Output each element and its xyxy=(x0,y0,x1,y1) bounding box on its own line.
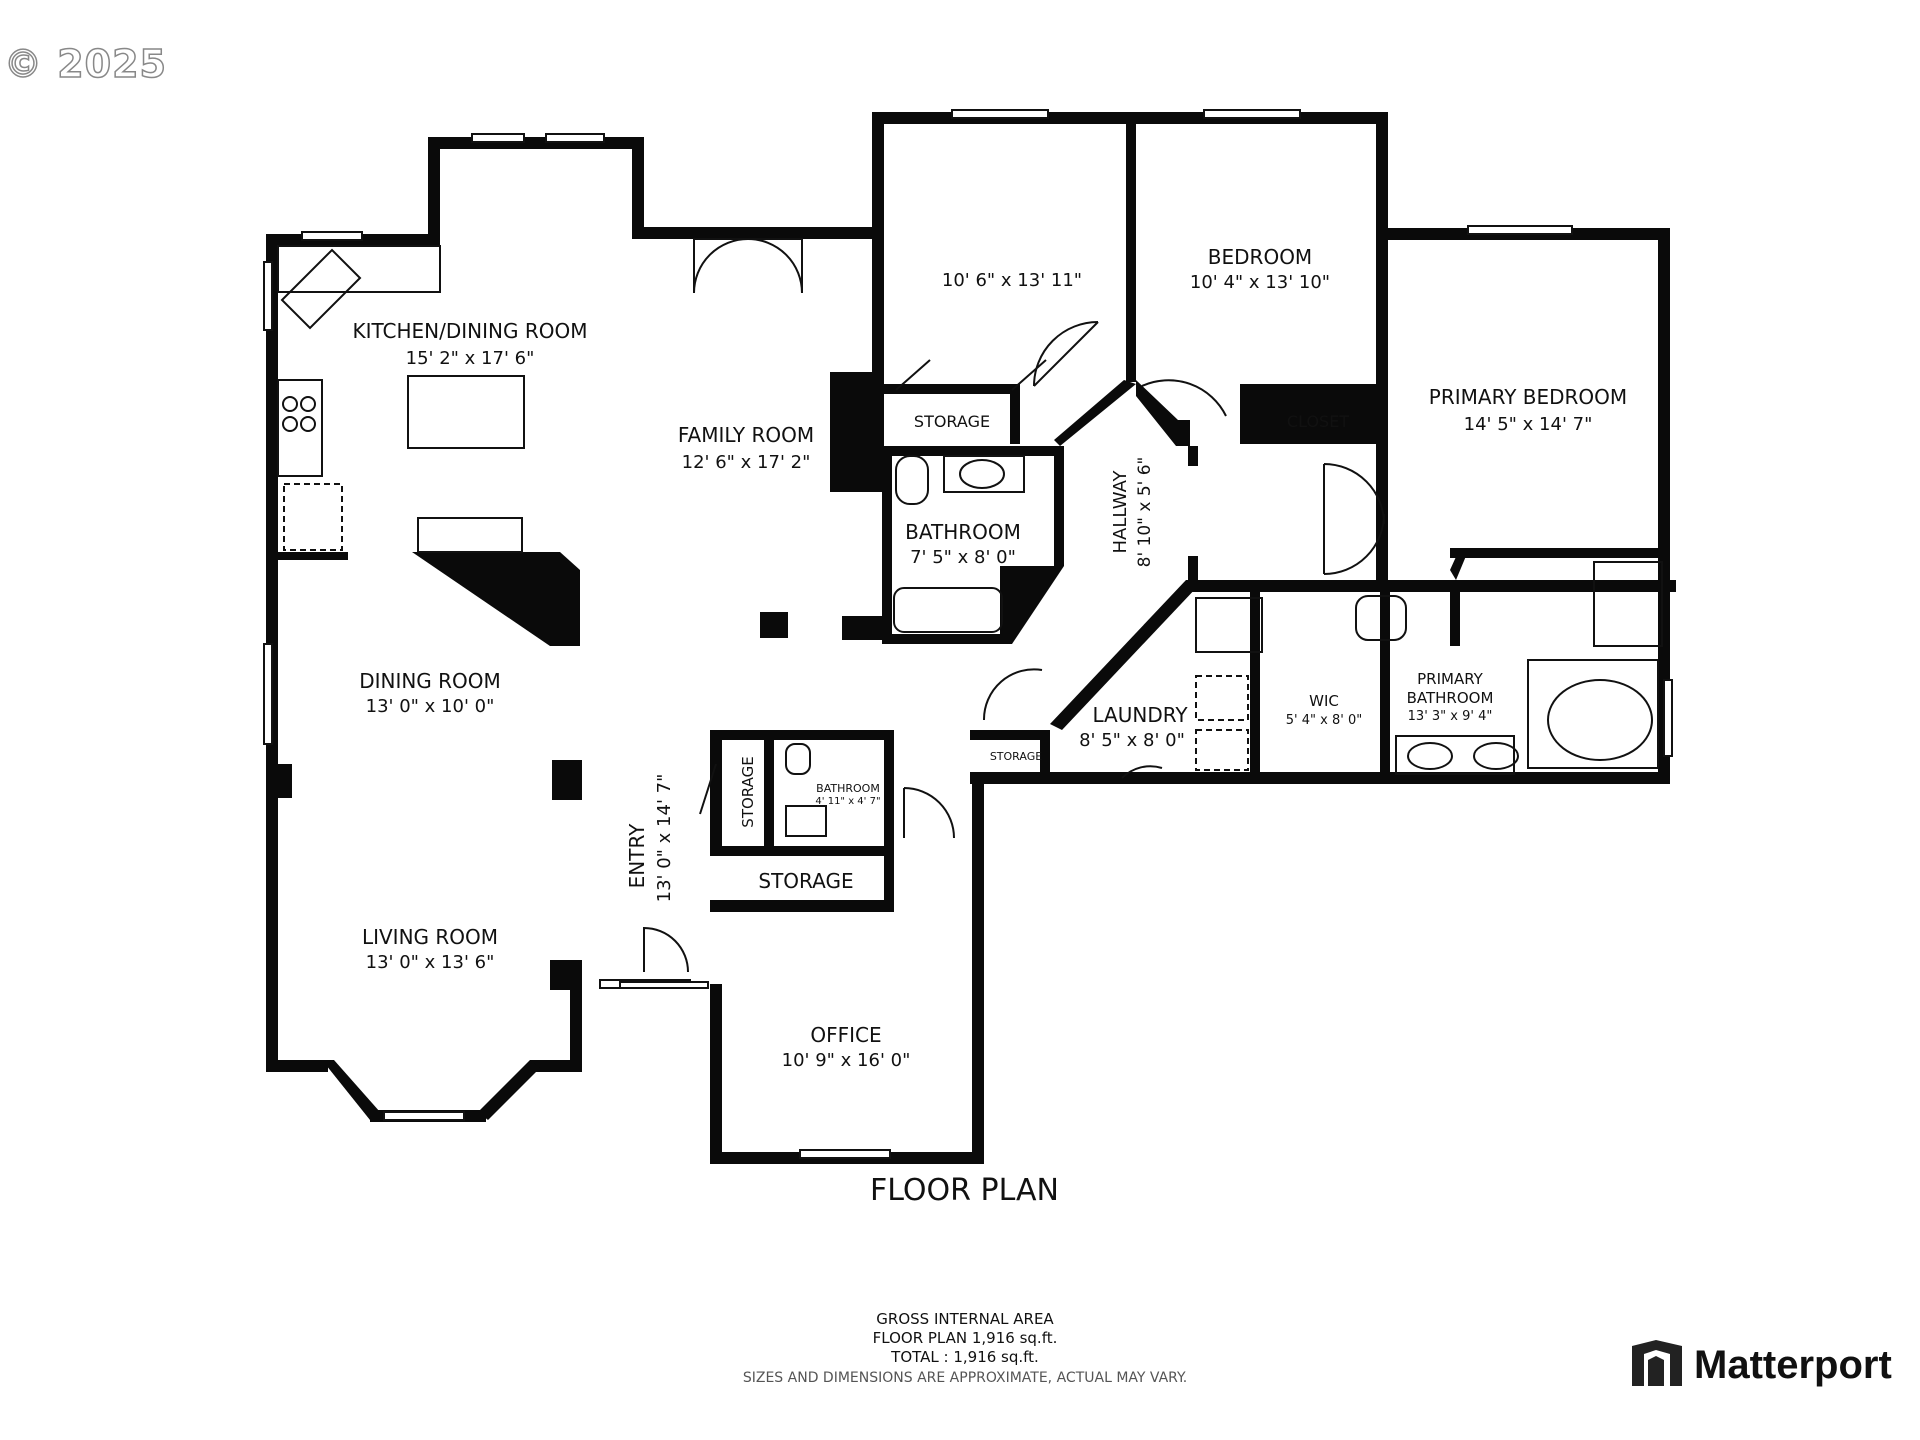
storage-vertical-name: STORAGE xyxy=(739,756,757,827)
bedroom1-dim: 10' 6" x 13' 11" xyxy=(942,270,1082,291)
plan-title: FLOOR PLAN xyxy=(870,1173,1059,1208)
kitchen-dim: 15' 2" x 17' 6" xyxy=(406,348,535,369)
doors xyxy=(643,321,1385,973)
gross-area-floor: FLOOR PLAN 1,916 sq.ft. xyxy=(872,1329,1058,1347)
copyright-watermark: © 2025 xyxy=(3,41,167,87)
hallway-name: HALLWAY xyxy=(1110,470,1131,554)
gross-area-heading: GROSS INTERNAL AREA xyxy=(876,1310,1054,1328)
living-dim: 13' 0" x 13' 6" xyxy=(366,952,495,973)
primary-bedroom-name: PRIMARY BEDROOM xyxy=(1429,385,1627,409)
living-name: LIVING ROOM xyxy=(362,925,498,949)
closet-name: CLOSET xyxy=(1287,412,1349,431)
bathroom-dim: 7' 5" x 8' 0" xyxy=(910,547,1016,568)
hallway-dim: 8' 10" x 5' 6" xyxy=(1135,457,1155,568)
bathroom-name: BATHROOM xyxy=(905,520,1021,544)
laundry-name: LAUNDRY xyxy=(1092,703,1188,727)
office-dim: 10' 9" x 16' 0" xyxy=(782,1050,911,1071)
family-name: FAMILY ROOM xyxy=(678,423,814,447)
family-dim: 12' 6" x 17' 2" xyxy=(682,452,811,473)
bathroom2-name: BATHROOM xyxy=(816,782,880,795)
dining-name: DINING ROOM xyxy=(359,669,501,693)
bedroom2-dim: 10' 4" x 13' 10" xyxy=(1190,272,1330,293)
dining-dim: 13' 0" x 10' 0" xyxy=(366,696,495,717)
primary-bath-name2: BATHROOM xyxy=(1407,689,1494,707)
storage-big-name: STORAGE xyxy=(758,869,853,893)
matterport-icon xyxy=(1632,1340,1682,1386)
walls xyxy=(266,112,1676,1164)
wic-dim: 5' 4" x 8' 0" xyxy=(1286,713,1362,728)
entry-dim: 13' 0" x 14' 7" xyxy=(654,774,675,903)
disclaimer: SIZES AND DIMENSIONS ARE APPROXIMATE, AC… xyxy=(742,1370,1188,1386)
bedroom2-name: BEDROOM xyxy=(1208,245,1312,269)
kitchen-name: KITCHEN/DINING ROOM xyxy=(352,319,587,343)
primary-bath-dim: 13' 3" x 9' 4" xyxy=(1408,709,1493,724)
primary-bath-name1: PRIMARY xyxy=(1417,670,1484,688)
entry-name: ENTRY xyxy=(625,823,649,888)
room-labels: KITCHEN/DINING ROOM 15' 2" x 17' 6" FAMI… xyxy=(352,245,1627,1071)
storage-small-name: STORAGE xyxy=(990,750,1042,763)
fixtures xyxy=(277,238,1663,837)
gross-area-total: TOTAL : 1,916 sq.ft. xyxy=(891,1348,1039,1366)
laundry-dim: 8' 5" x 8' 0" xyxy=(1079,730,1185,751)
brand-logo: Matterport xyxy=(1630,1340,1892,1390)
brand-name: Matterport xyxy=(1694,1342,1892,1387)
primary-bedroom-dim: 14' 5" x 14' 7" xyxy=(1464,414,1593,435)
office-name: OFFICE xyxy=(810,1023,881,1047)
wic-name: WIC xyxy=(1309,692,1339,710)
storage1-name: STORAGE xyxy=(914,412,990,431)
bathroom2-dim: 4' 11" x 4' 7" xyxy=(815,796,880,807)
